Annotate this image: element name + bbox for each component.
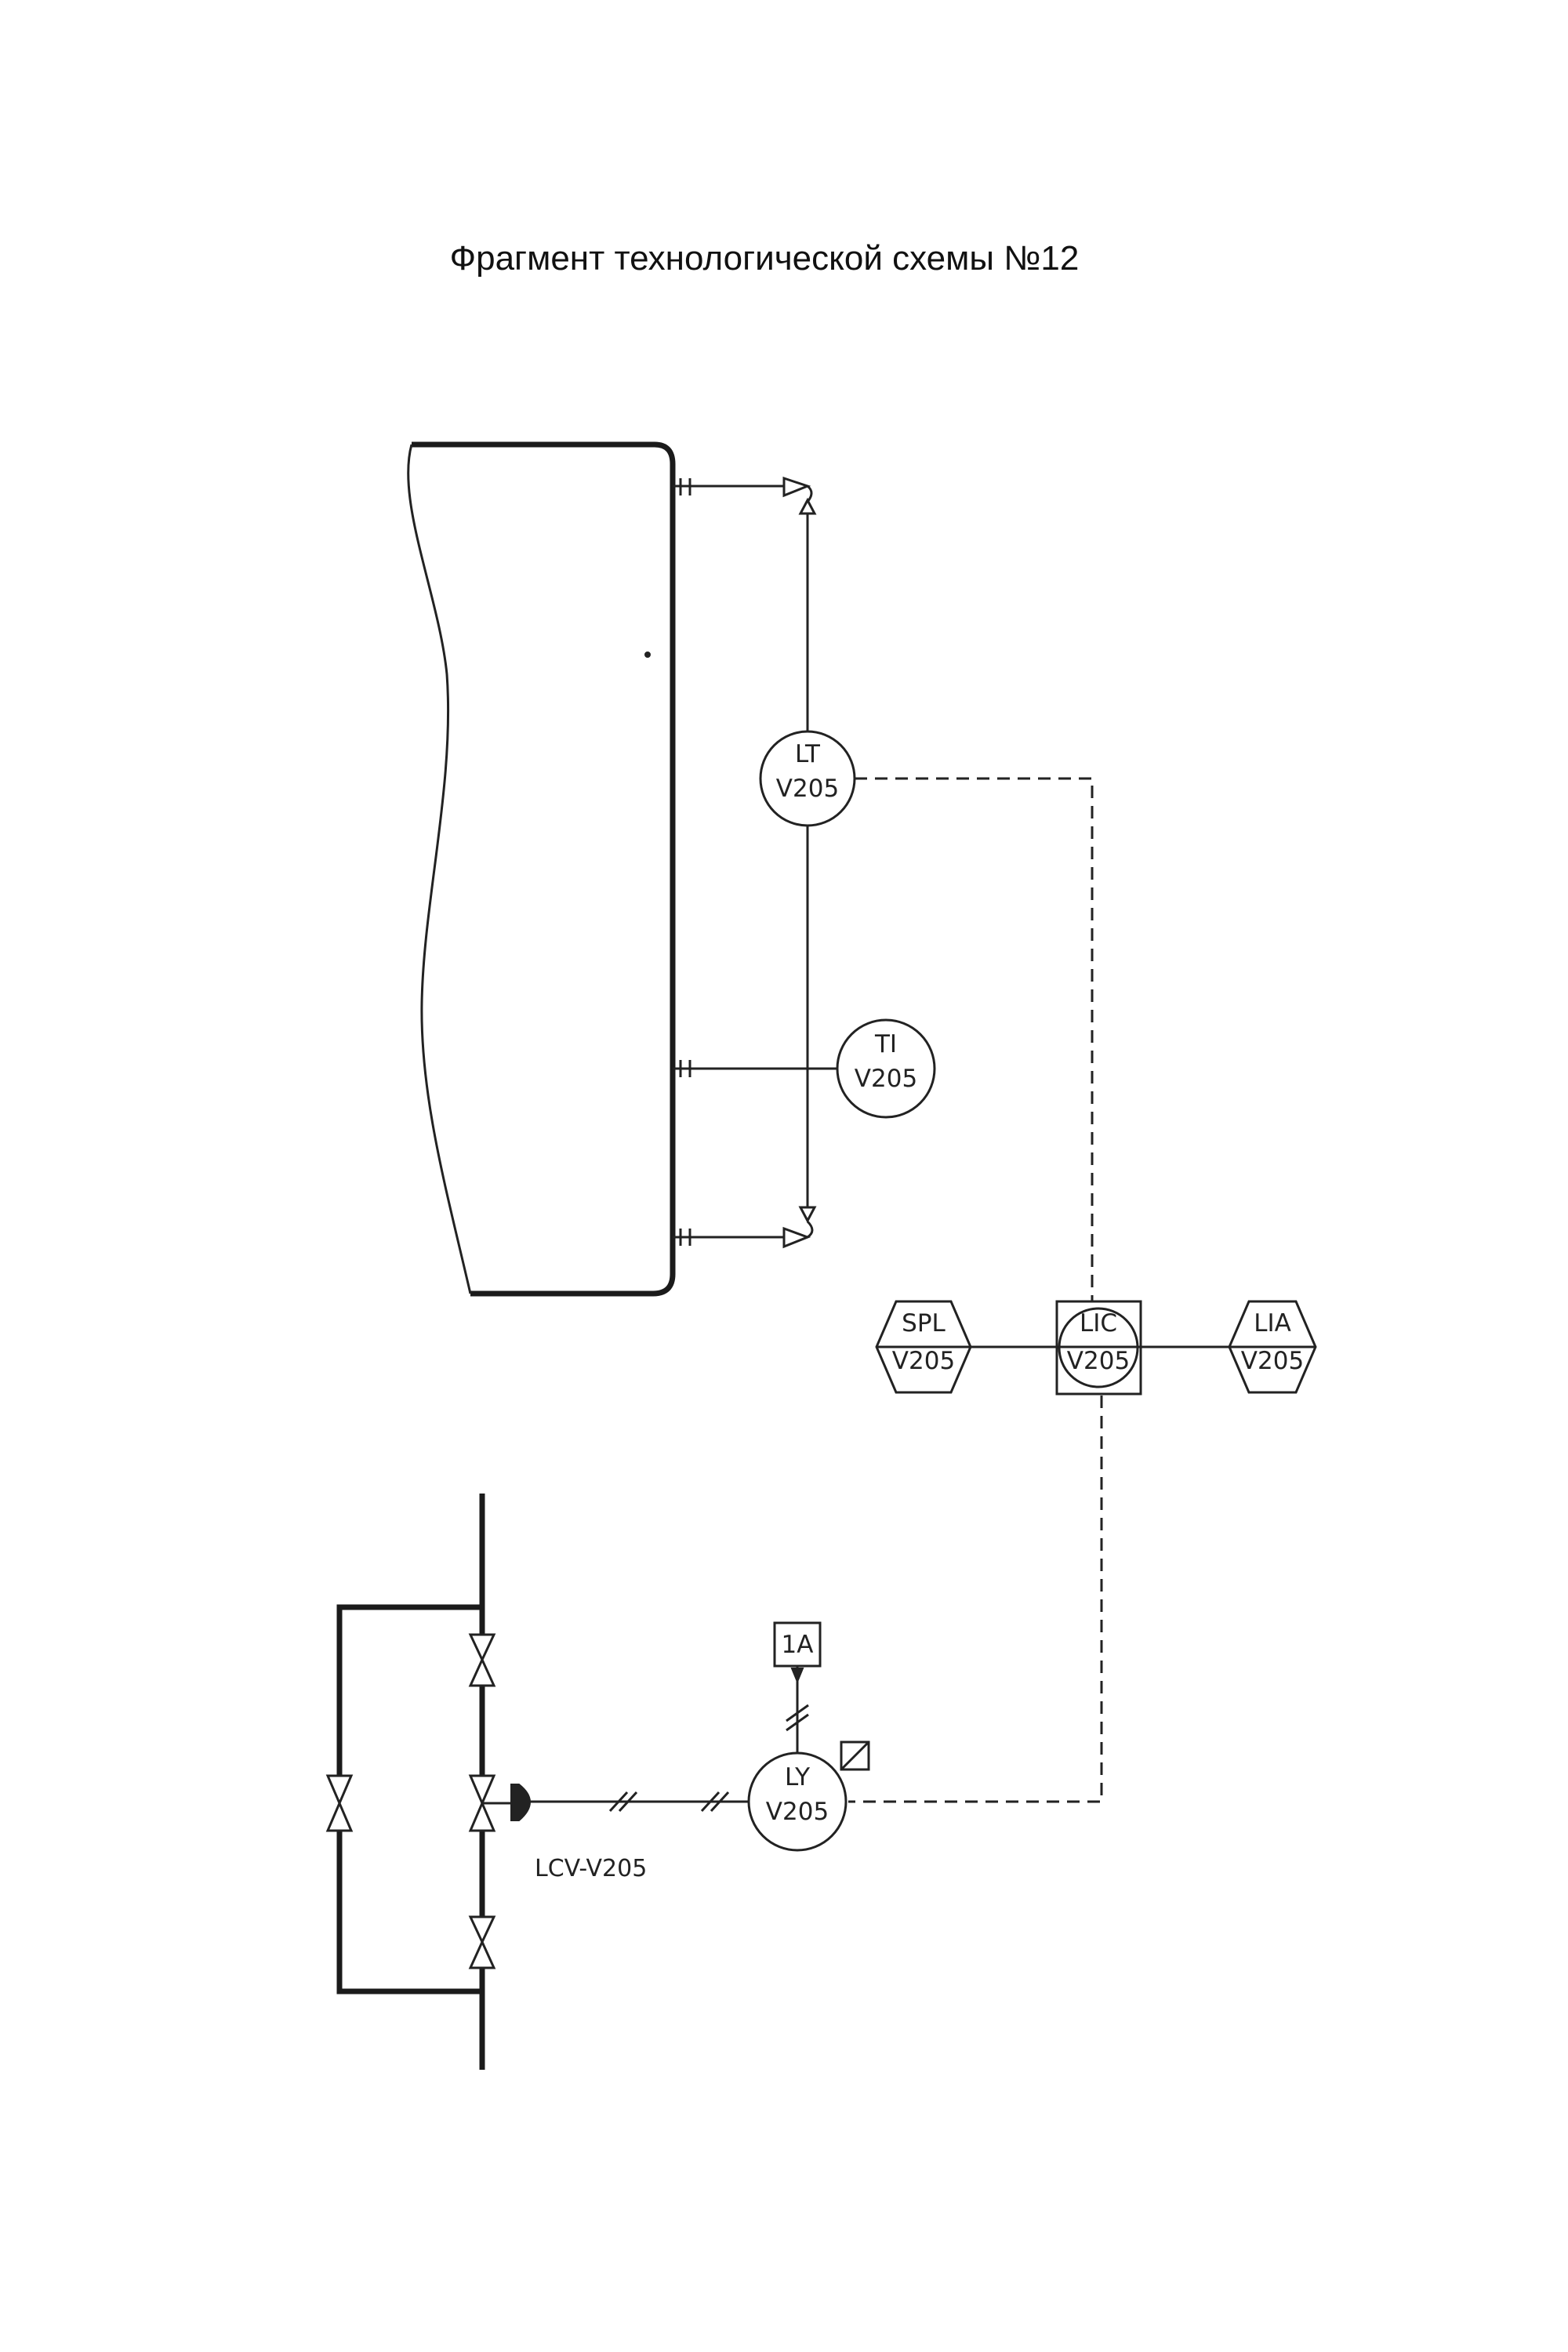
signal-lines bbox=[848, 777, 1103, 1803]
instrument-ly-v205: LY V205 bbox=[747, 1740, 870, 1852]
spl-tag-number: V205 bbox=[892, 1347, 955, 1375]
lic-tag-letter: LIC bbox=[1080, 1309, 1117, 1338]
air-arrow-icon bbox=[790, 1668, 804, 1684]
ly-tag-letter: LY bbox=[785, 1763, 810, 1791]
valve-actuator-icon bbox=[510, 1784, 531, 1821]
air-supply-label: 1A bbox=[782, 1631, 814, 1659]
lt-tag-number: V205 bbox=[776, 775, 839, 803]
instrument-spl-v205: SPL V205 bbox=[875, 1300, 972, 1394]
block-valve-top-icon bbox=[468, 1633, 496, 1687]
instrument-lt-v205: LT V205 bbox=[759, 730, 856, 827]
tap-top-icon bbox=[782, 476, 811, 498]
lia-tag-number: V205 bbox=[1241, 1347, 1304, 1375]
lia-tag-letter: LIA bbox=[1254, 1309, 1291, 1338]
ti-connection bbox=[673, 1060, 837, 1077]
control-valve-station bbox=[325, 1494, 531, 2070]
vessel-v205 bbox=[407, 441, 676, 1297]
tap-bottom-icon bbox=[782, 1226, 811, 1249]
page-title: Фрагмент технологической схемы №12 bbox=[449, 239, 1080, 278]
air-supply-1a: 1A bbox=[773, 1621, 822, 1756]
valve-label: LCV-V205 bbox=[535, 1855, 647, 1882]
pneumatic-hash-icon bbox=[608, 1791, 629, 1813]
lt-tag-letter: LT bbox=[795, 740, 821, 768]
ti-tag-number: V205 bbox=[855, 1065, 917, 1093]
ly-tag-number: V205 bbox=[766, 1798, 829, 1826]
instrument-lia-v205: LIA V205 bbox=[1228, 1300, 1317, 1394]
arrow-down-icon bbox=[798, 1206, 817, 1224]
pneumatic-hash-icon bbox=[786, 1704, 809, 1722]
lt-impulse-lines bbox=[673, 476, 817, 1249]
instrument-ti-v205: TI V205 bbox=[836, 1018, 936, 1119]
block-valve-bottom-icon bbox=[468, 1915, 496, 1969]
lic-tag-number: V205 bbox=[1067, 1347, 1130, 1375]
spl-tag-letter: SPL bbox=[902, 1309, 946, 1338]
pneumatic-hash-icon bbox=[700, 1791, 720, 1813]
arrow-up-icon bbox=[798, 497, 817, 515]
instrument-lic-v205: LIC V205 bbox=[1055, 1300, 1142, 1396]
pneumatic-line bbox=[525, 1791, 749, 1813]
bypass-valve-icon bbox=[325, 1774, 354, 1832]
ti-tag-letter: TI bbox=[874, 1030, 897, 1058]
